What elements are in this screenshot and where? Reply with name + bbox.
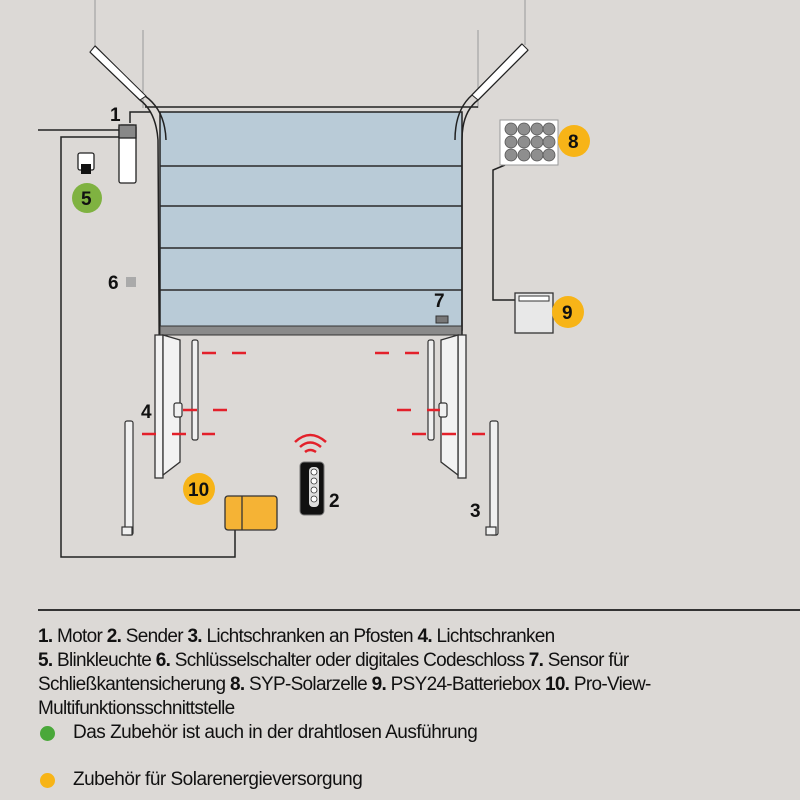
legend-item-10: 10. Pro-View-Multifunktionsschnittstelle (38, 674, 651, 719)
legend-number: 2. (106, 626, 122, 647)
edge-sensor (435, 315, 449, 324)
legend-number: 1. (38, 626, 53, 647)
garage-door (159, 111, 463, 336)
legend-number: 5. (38, 650, 53, 671)
legend-item-6: 6. Schlüsselschalter oder digitales Code… (155, 650, 525, 671)
label-4: 4 (141, 402, 152, 423)
divider (38, 609, 800, 611)
label-8: 8 (568, 132, 579, 153)
label-2: 2 (329, 491, 340, 512)
legend-item-7: 7. Sensor für Schließkantensicherung (38, 650, 629, 695)
legend-text: PSY24-Batteriebox (390, 674, 541, 695)
photocells (121, 339, 499, 536)
wireless-note: Das Zubehör ist auch in der drahtlosen A… (40, 722, 478, 744)
solar-badge-10 (183, 473, 215, 505)
legend-item-3: 3. Lichtschranken an Pfosten (187, 626, 413, 647)
label-1: 1 (110, 105, 121, 126)
legend-text: Schlüsselschalter oder digitales Codesch… (174, 650, 525, 671)
garage-door-diagram: 1 5 6 8 9 7 4 3 (38, 0, 590, 558)
legend-text: Blinkleuchte (57, 650, 152, 671)
wiring (38, 111, 515, 558)
legend-number: 8. (229, 674, 245, 695)
legend-text: Lichtschranken an Pfosten (206, 626, 413, 647)
label-7: 7 (434, 291, 445, 312)
wireless-badge-5 (72, 183, 102, 213)
label-5: 5 (81, 189, 92, 210)
orange-dot-icon (40, 772, 55, 788)
legend-text: SYP-Solarzelle (249, 674, 368, 695)
label-6: 6 (108, 273, 119, 294)
legend-text: Pro-View-Multifunktionsschnittstelle (38, 674, 651, 719)
green-dot-icon (40, 725, 55, 741)
solar-badge-9 (552, 296, 584, 328)
key-switch (126, 277, 136, 287)
left-rail (89, 45, 147, 101)
legend-item-1: 1. Motor (38, 626, 103, 647)
legend-number: 4. (417, 626, 433, 647)
multifunction-interface (224, 495, 278, 531)
solar-note-text: Zubehör für Solarenergieversorgung (73, 769, 363, 790)
legend-text: Sensor für Schließkantensicherung (38, 650, 629, 695)
label-10: 10 (188, 480, 209, 501)
legend-item-5: 5. Blinkleuchte (38, 650, 152, 671)
door-frame (154, 334, 467, 479)
label-3: 3 (470, 501, 481, 522)
legend-text: Lichtschranken (436, 626, 556, 647)
legend-number: 3. (187, 626, 202, 647)
battery-box-lid (518, 295, 550, 302)
solar-note: Zubehör für Solarenergieversorgung (40, 769, 363, 791)
right-rail (471, 43, 529, 101)
legend-item-2: 2. Sender (106, 626, 184, 647)
legend-text: Sender (125, 626, 184, 647)
legend-number: 9. (371, 674, 387, 695)
legend-item-9: 9. PSY24-Batteriebox (372, 674, 541, 695)
ceiling-hangers (94, 0, 526, 108)
motor (118, 124, 137, 184)
legend: 1. Motor 2. Sender 3. Lichtschranken an … (38, 625, 773, 721)
legend-item-4: 4. Lichtschranken (417, 626, 556, 647)
legend-text: Motor (57, 626, 103, 647)
remote-transmitter (294, 433, 327, 516)
legend-number: 6. (155, 650, 171, 671)
light-beams (142, 351, 485, 436)
solar-badge-8 (558, 125, 590, 157)
solar-panel (499, 119, 559, 166)
flashing-light (77, 152, 95, 174)
legend-number: 10. (544, 674, 570, 695)
label-9: 9 (562, 303, 573, 324)
legend-number: 7. (528, 650, 544, 671)
wireless-note-text: Das Zubehör ist auch in der drahtlosen A… (73, 722, 478, 743)
legend-item-8: 8. SYP-Solarzelle (229, 674, 368, 695)
signal-icon (294, 433, 327, 454)
